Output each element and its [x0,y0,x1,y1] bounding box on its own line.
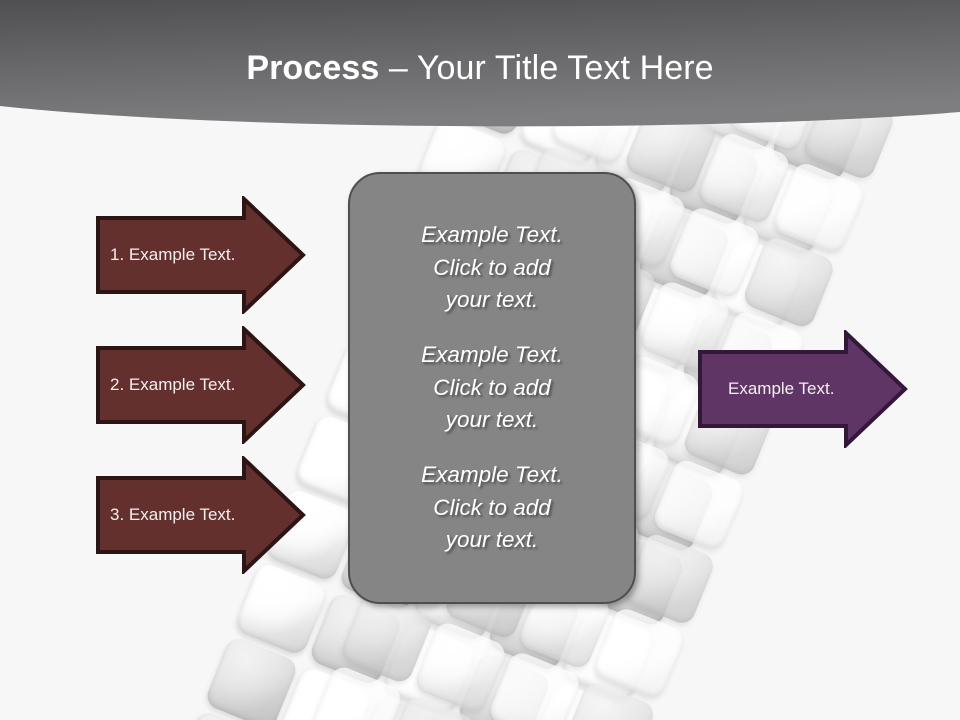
output-arrow-shape[interactable] [698,330,908,448]
background-tile [739,161,837,258]
background-tile [203,634,300,720]
background-tile [277,664,374,720]
input-arrow-3-shape[interactable] [96,456,306,574]
background-tile [650,456,748,553]
background-tile [382,693,479,720]
background-tile [740,234,837,331]
background-tile [351,694,448,720]
slide-header: Process – Your Title Text Here [0,0,960,150]
background-tile [308,663,405,720]
background-tile [770,159,867,257]
background-tile [529,680,627,720]
panel-text-block-2: Example Text. Click to add your text. [421,342,563,433]
background-tile [666,204,763,301]
background-tile [381,620,478,718]
background-tile [560,679,658,720]
process-detail-panel[interactable]: Example Text. Click to add your text. Ex… [348,172,636,604]
panel-text-block-1: Example Text. Click to add your text. [421,222,563,313]
input-arrow-1-shape[interactable] [96,196,306,314]
background-tile [559,606,657,703]
background-tile [709,235,807,332]
panel-text-block-3: Example Text. Click to add your text. [421,462,563,553]
background-tile [307,590,404,688]
background-tile [486,649,583,720]
background-tile [233,560,330,658]
page-title-bold: Process [246,49,380,87]
background-tile [635,205,732,302]
page-title: Process – Your Title Text Here [0,49,960,87]
background-tile [455,650,553,720]
background-tile [590,604,688,702]
background-tile [412,619,509,716]
header-band-shape [0,0,960,127]
background-tile [173,709,270,720]
page-title-rest: – Your Title Text Here [379,49,714,87]
input-arrow-2-shape[interactable] [96,326,306,444]
